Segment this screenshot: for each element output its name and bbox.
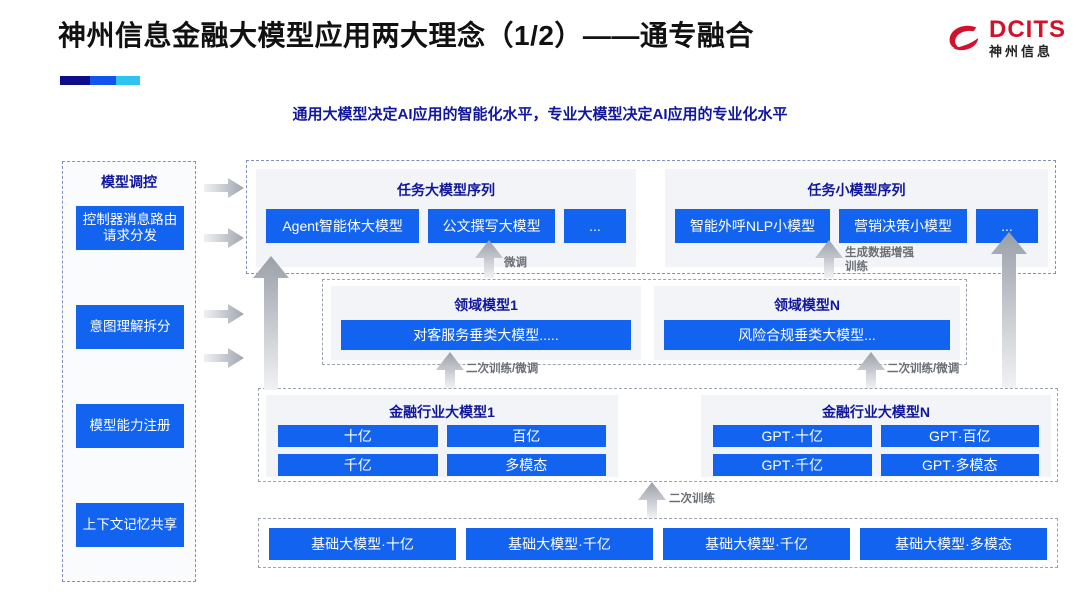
industry-model-n-card: 金融行业大模型N GPT·十亿 GPT·百亿 GPT·千亿 GPT·多模态 [701,395,1051,477]
task-small-model-sequence-card: 任务小模型序列 智能外呼NLP小模型 营销决策小模型 ... [665,169,1048,267]
industry-model-1-list: 十亿 百亿 千亿 多模态 [278,425,606,476]
base-model-frame: 基础大模型·十亿 基础大模型·千亿 基础大模型·千亿 基础大模型·多模态 [258,518,1058,568]
base-model-list: 基础大模型·十亿 基础大模型·千亿 基础大模型·千亿 基础大模型·多模态 [269,528,1047,560]
industry-model-n-title: 金融行业大模型N [821,404,931,420]
domain-model-n-title: 领域模型N [773,297,841,313]
logo-cn-text: 神州信息 [989,44,1054,59]
sidebar-item-controller-routing[interactable]: 控制器消息路由请求分发 [76,206,184,250]
industry-model-1-item-4[interactable]: 多模态 [446,454,606,476]
title-accent-bar [60,76,140,85]
industry-model-1-title: 金融行业大模型1 [389,404,495,420]
industry-model-1-item-2[interactable]: 百亿 [446,425,606,447]
domain-model-1-title: 领域模型1 [454,297,518,313]
task-large-model-item-agent[interactable]: Agent智能体大模型 [266,209,420,243]
company-logo: DCITS 神州信息 [945,18,1066,58]
base-model-item-2[interactable]: 基础大模型·千亿 [466,528,653,560]
base-model-item-3[interactable]: 基础大模型·千亿 [663,528,850,560]
arrow-label-retrain-left: 二次训练/微调 [466,363,539,375]
industry-model-1-card: 金融行业大模型1 十亿 百亿 千亿 多模态 [266,395,618,477]
task-small-model-item-nlp-outbound[interactable]: 智能外呼NLP小模型 [675,209,830,243]
accent-segment-2 [90,76,116,85]
sidebar-item-intent-parsing[interactable]: 意图理解拆分 [76,305,184,349]
industry-model-n-item-1[interactable]: GPT·十亿 [713,425,872,447]
dcits-swirl-icon [949,25,979,51]
task-small-model-item-more[interactable]: ... [976,209,1038,243]
arrow-right-icon-2 [204,228,244,248]
arrow-up-icon-tall-left [253,256,289,390]
industry-model-n-item-3[interactable]: GPT·千亿 [713,454,872,476]
page-title: 神州信息金融大模型应用两大理念（1/2）——通专融合 [58,20,754,51]
domain-model-frame: 领域模型1 对客服务垂类大模型..... 领域模型N 风险合规垂类大模型... [322,279,967,365]
task-large-model-list: Agent智能体大模型 公文撰写大模型 ... [266,209,626,243]
industry-model-n-item-4[interactable]: GPT·多模态 [880,454,1039,476]
domain-model-1-item[interactable]: 对客服务垂类大模型..... [341,320,631,350]
arrow-up-icon-retrain-base [638,482,666,518]
task-small-model-sequence-title: 任务小模型序列 [807,182,906,198]
industry-model-frame: 金融行业大模型1 十亿 百亿 千亿 多模态 金融行业大模型N GPT·十亿 GP… [258,388,1058,482]
industry-model-n-item-2[interactable]: GPT·百亿 [880,425,1039,447]
task-large-model-item-document[interactable]: 公文撰写大模型 [428,209,555,243]
task-small-model-item-marketing[interactable]: 营销决策小模型 [838,209,967,243]
page-subtitle: 通用大模型决定AI应用的智能化水平，专业大模型决定AI应用的专业化水平 [292,106,788,123]
task-large-model-sequence-title: 任务大模型序列 [397,182,495,198]
arrow-right-icon-3 [204,304,244,324]
domain-model-n-card: 领域模型N 风险合规垂类大模型... [654,286,960,360]
task-large-model-sequence-card: 任务大模型序列 Agent智能体大模型 公文撰写大模型 ... [256,169,636,267]
industry-model-1-item-3[interactable]: 千亿 [278,454,438,476]
sidebar-item-capability-registry[interactable]: 模型能力注册 [76,404,184,448]
arrow-label-fine-tune: 微调 [504,257,527,269]
sidebar-model-control-panel: 模型调控 控制器消息路由请求分发 意图理解拆分 模型能力注册 上下文记忆共享 [62,161,196,582]
logo-en-text: DCITS [989,16,1066,43]
arrow-label-data-aug: 生成数据增强 训练 [845,247,914,274]
arrow-right-icon-1 [204,178,244,198]
task-large-model-item-more[interactable]: ... [564,209,626,243]
arrow-label-retrain-right: 二次训练/微调 [887,363,960,375]
task-sequence-frame: 任务大模型序列 Agent智能体大模型 公文撰写大模型 ... 任务小模型序列 … [246,160,1056,274]
domain-model-n-item[interactable]: 风险合规垂类大模型... [664,320,950,350]
accent-segment-3 [116,76,140,85]
base-model-item-1[interactable]: 基础大模型·十亿 [269,528,456,560]
task-small-model-list: 智能外呼NLP小模型 营销决策小模型 ... [675,209,1038,243]
accent-segment-1 [60,76,90,85]
industry-model-1-item-1[interactable]: 十亿 [278,425,438,447]
sidebar-title: 模型调控 [101,174,157,190]
sidebar-item-context-memory[interactable]: 上下文记忆共享 [76,503,184,547]
arrow-right-icon-4 [204,348,244,368]
base-model-item-4[interactable]: 基础大模型·多模态 [860,528,1047,560]
domain-model-1-card: 领域模型1 对客服务垂类大模型..... [331,286,641,360]
industry-model-n-list: GPT·十亿 GPT·百亿 GPT·千亿 GPT·多模态 [713,425,1039,476]
arrow-label-retrain-base: 二次训练 [669,493,715,505]
